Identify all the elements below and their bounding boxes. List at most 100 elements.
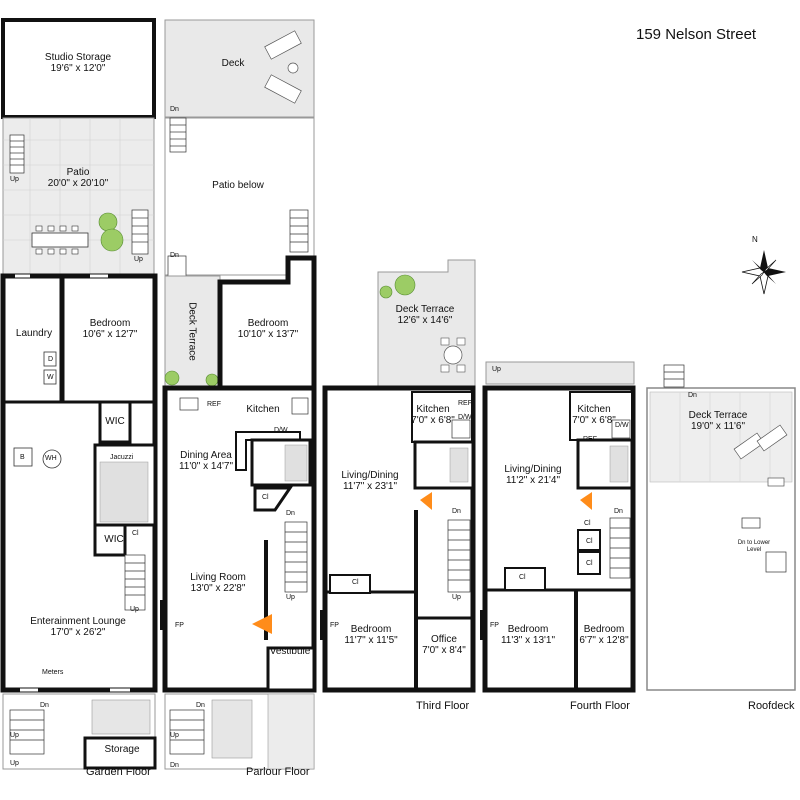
stairs-up-label: Up [452,594,461,601]
vestibule-label: Vestibule [269,646,311,657]
fourth-roof-strip [485,361,635,385]
deck-label: Deck [221,58,245,69]
garden-floor-label: Garden Floor [86,766,151,778]
laundry-label: Laundry [15,328,53,339]
closet-label: Cl [519,574,526,581]
meters-label: Meters [42,669,64,676]
storage-room [83,736,157,770]
stairs-up-label: Up [134,256,143,263]
kitchen-label: Kitchen [246,404,280,415]
stairs-arrow-icon [580,492,592,510]
patio-table-icon [443,345,463,365]
property-title: 159 Nelson Street [636,26,757,43]
plant-icon [164,370,180,386]
boiler-label: B [20,454,25,461]
stairs-up-label: Up [10,176,19,183]
studio-storage-room [1,18,156,119]
fireplace-label: FP [330,622,339,629]
closet-label: Cl [262,494,269,501]
plant-icon [205,373,219,387]
plant-icon [100,228,124,252]
compass-rose [741,250,786,295]
dishwasher-label: D/W [274,427,288,434]
closet-label: Cl [586,560,593,567]
storage-label: Storage [104,744,140,755]
stairs-down-label: Dn [286,510,295,517]
fourth-floor-walls [482,385,636,693]
wic-label: WIC [105,416,125,427]
stairs-down-label: Dn [170,252,179,259]
stairs-up-label: Up [170,732,179,739]
roofdeck-plan [646,364,796,691]
jacuzzi-label: Jacuzzi [110,454,134,461]
stairs-down-label: Dn [688,392,697,399]
third-floor-label: Third Floor [416,700,470,712]
stairs-up-label: Up [10,732,19,739]
compass-north-label: N [752,235,758,244]
dishwasher-label: D/W [615,422,629,429]
stairs-down-label: Dn [452,508,461,515]
plant-icon [394,274,416,296]
fourth-floor-label: Fourth Floor [570,700,630,712]
patio-area [2,117,155,276]
stairs-down-label: Dn [614,508,623,515]
refrigerator-label: REF [583,436,597,443]
stairs-up-label: Up [286,594,295,601]
roofdeck-label: Roofdeck [748,700,795,712]
stairs-down-label: Dn [170,106,179,113]
closet-label: Cl [586,538,593,545]
water-heater-label: WH [45,455,57,462]
wic-label: WIC [104,534,124,545]
patio-below-area [164,117,315,276]
parlour-floor-plan [160,19,317,770]
refrigerator-label: REF [458,400,472,407]
stairs-down-label: Dn [170,762,179,769]
closet-label: Cl [132,530,139,537]
dishwasher-label: D/W [458,414,472,421]
dryer-label: D [48,356,54,363]
stairs-up-label: Up [10,760,19,767]
stairs-up-label: Up [492,366,501,373]
fireplace-label: FP [490,622,499,629]
lounge-chair-icon [733,432,765,460]
deck-terrace-strip [164,275,221,387]
plant-icon [379,285,393,299]
deck-terrace-label: Deck Terrace [186,302,198,361]
stairs-down-label: Dn [40,702,49,709]
lounge-chair-icon [756,424,788,452]
garden-floor-plan [0,18,158,770]
stairs-up-label: Up [130,606,139,613]
patio-below-label: Patio below [212,180,264,191]
stairs-down-label: Dn [196,702,205,709]
plant-icon [98,212,118,232]
patio-table [31,232,89,248]
refrigerator-label: REF [207,401,221,408]
third-floor-plan [320,259,476,693]
fireplace-label: FP [175,622,184,629]
closet-label: Cl [584,520,591,527]
washer-label: W [47,374,54,381]
stairs-arrow-icon [252,614,272,634]
stairs-arrow-icon [420,492,432,510]
parlour-floor-label: Parlour Floor [246,766,310,778]
lounge-chair-icon [264,30,302,60]
closet-label: Cl [352,579,359,586]
